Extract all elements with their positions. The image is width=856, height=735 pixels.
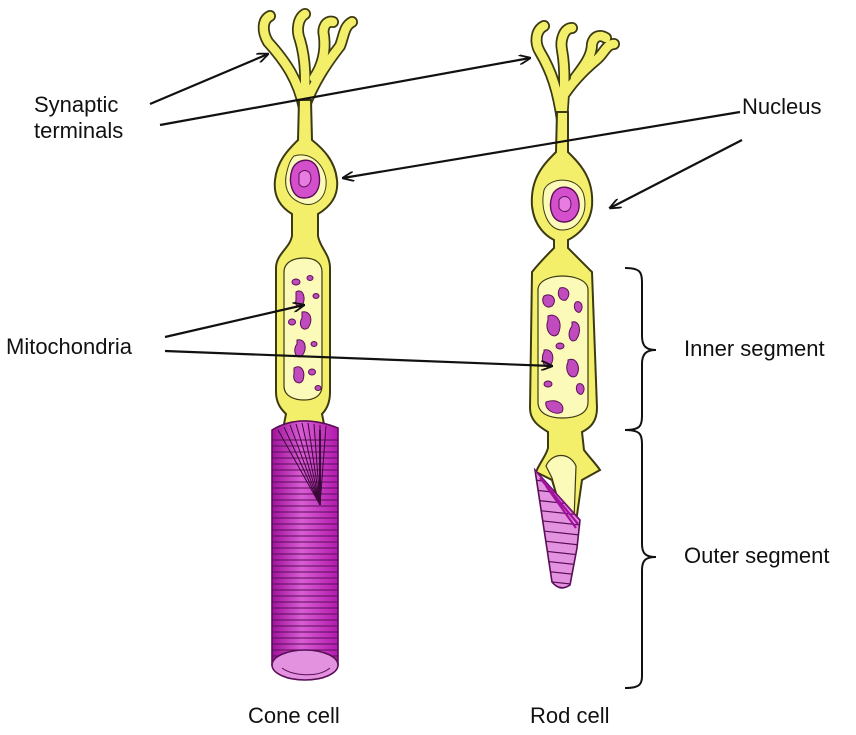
rod-mitochondria [541, 287, 585, 414]
cone-outer-segment [271, 420, 339, 681]
synaptic-label-line1: Synaptic [34, 92, 119, 117]
cone-cell-label: Cone cell [248, 703, 340, 728]
rod-synaptic-terminals [530, 20, 620, 126]
arrow-mito-cone [164, 305, 304, 339]
arrow-mito-rod [164, 349, 552, 366]
rod-nucleus [549, 186, 580, 223]
bracket-outer-segment [624, 429, 657, 689]
segment-brackets [624, 267, 657, 689]
arrow-nucleus-rod [610, 139, 743, 208]
mitochondria-label: Mitochondria [6, 334, 132, 359]
rod-outer-segment [533, 454, 581, 589]
outer-segment-label: Outer segment [684, 543, 830, 568]
rod-cell [528, 20, 620, 589]
callout-arrows [149, 54, 743, 366]
nucleus-label: Nucleus [742, 94, 822, 119]
bracket-inner-segment [624, 267, 657, 431]
cone-synaptic-terminals [257, 8, 358, 114]
cone-nucleus [289, 159, 321, 199]
arrow-nucleus-cone [343, 110, 741, 178]
synaptic-terminals-label: Synaptic terminals [34, 92, 123, 144]
cone-cell [257, 8, 358, 681]
synaptic-label-line2: terminals [34, 118, 124, 143]
arrow-synaptic-cone [149, 54, 268, 106]
arrow-synaptic-rod [159, 58, 530, 127]
inner-segment-label: Inner segment [684, 336, 825, 361]
rod-cell-label: Rod cell [530, 703, 610, 728]
